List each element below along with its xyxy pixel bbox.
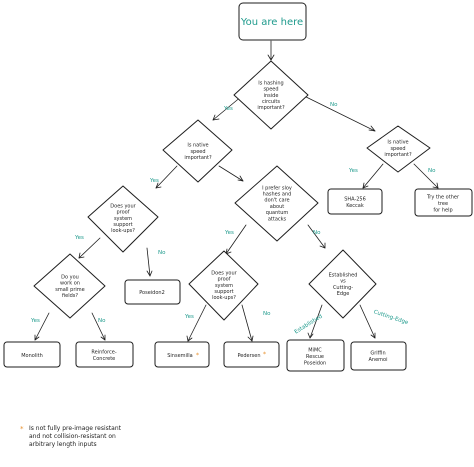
edge-label-native-right-no: No (428, 168, 436, 174)
edge-lookups2-yes (186, 304, 207, 342)
edge-native-left-yes (155, 165, 178, 189)
edge-label-lookups1-no: No (158, 250, 166, 256)
edge-sloy-no (307, 224, 326, 249)
edge-label-hw-yes: Yes (223, 106, 233, 112)
answer-monolith-label: Monolith (21, 353, 43, 359)
edge-lookups2-no (241, 304, 254, 342)
footnote-marker: * (20, 425, 24, 433)
edge-native-right-no (413, 163, 439, 189)
edge-lookups1-no (146, 247, 153, 277)
edge-label-cutting-edge: Cutting-Edge (373, 309, 410, 326)
answer-sinsemilla-label: Sinsemilla (167, 353, 193, 359)
edges (34, 40, 439, 342)
edge-lookups1-yes (78, 237, 101, 259)
edge-label-lookups2-no: No (263, 311, 271, 317)
edge-label-sloy-yes: Yes (224, 230, 234, 236)
answer-poseidon2: Poseidon2 (124, 279, 181, 305)
edge-label-lookups2-yes: Yes (184, 314, 194, 320)
footnote-text: Is not fully pre-image resistant and not… (29, 425, 121, 448)
answer-reinforced-concrete: Reinforce-Concrete (75, 341, 134, 368)
edge-label-native-right-yes: Yes (348, 168, 358, 174)
edge-label-sloy-no: No (313, 230, 321, 236)
answer-poseidon2-label: Poseidon2 (139, 290, 165, 296)
edge-label-established: Established (294, 314, 324, 336)
edge-label-lookups1-yes: Yes (74, 235, 84, 241)
edge-established (307, 304, 323, 339)
root-node: You are here (238, 2, 307, 41)
edge-label-small-prime-yes: Yes (30, 318, 40, 324)
edge-label-small-prime-no: No (98, 318, 106, 324)
edge-label-hw-no: No (330, 102, 338, 108)
root-label: You are here (240, 17, 303, 28)
answer-sinsemilla: Sinsemilla * (154, 341, 210, 368)
pedersen-footnote-marker: * (263, 351, 266, 358)
sinsemilla-footnote-marker: * (196, 352, 199, 359)
edge-small-prime-yes (34, 312, 50, 341)
edge-small-prime-no (91, 312, 106, 341)
answer-pedersen-label: Pedersen (237, 353, 260, 359)
answer-pedersen: Pedersen * (223, 341, 280, 368)
answer-reinforced-concrete-label: Reinforce-Concrete (91, 350, 116, 363)
edge-root-to-hw-speed (267, 40, 275, 61)
edge-hw-speed-no (293, 90, 376, 132)
edge-cutting-edge (359, 304, 376, 339)
edge-label-native-left-yes: Yes (149, 178, 159, 184)
edge-native-left-no (218, 165, 244, 182)
answer-monolith: Monolith (3, 341, 61, 368)
edge-native-right-yes (362, 163, 384, 189)
